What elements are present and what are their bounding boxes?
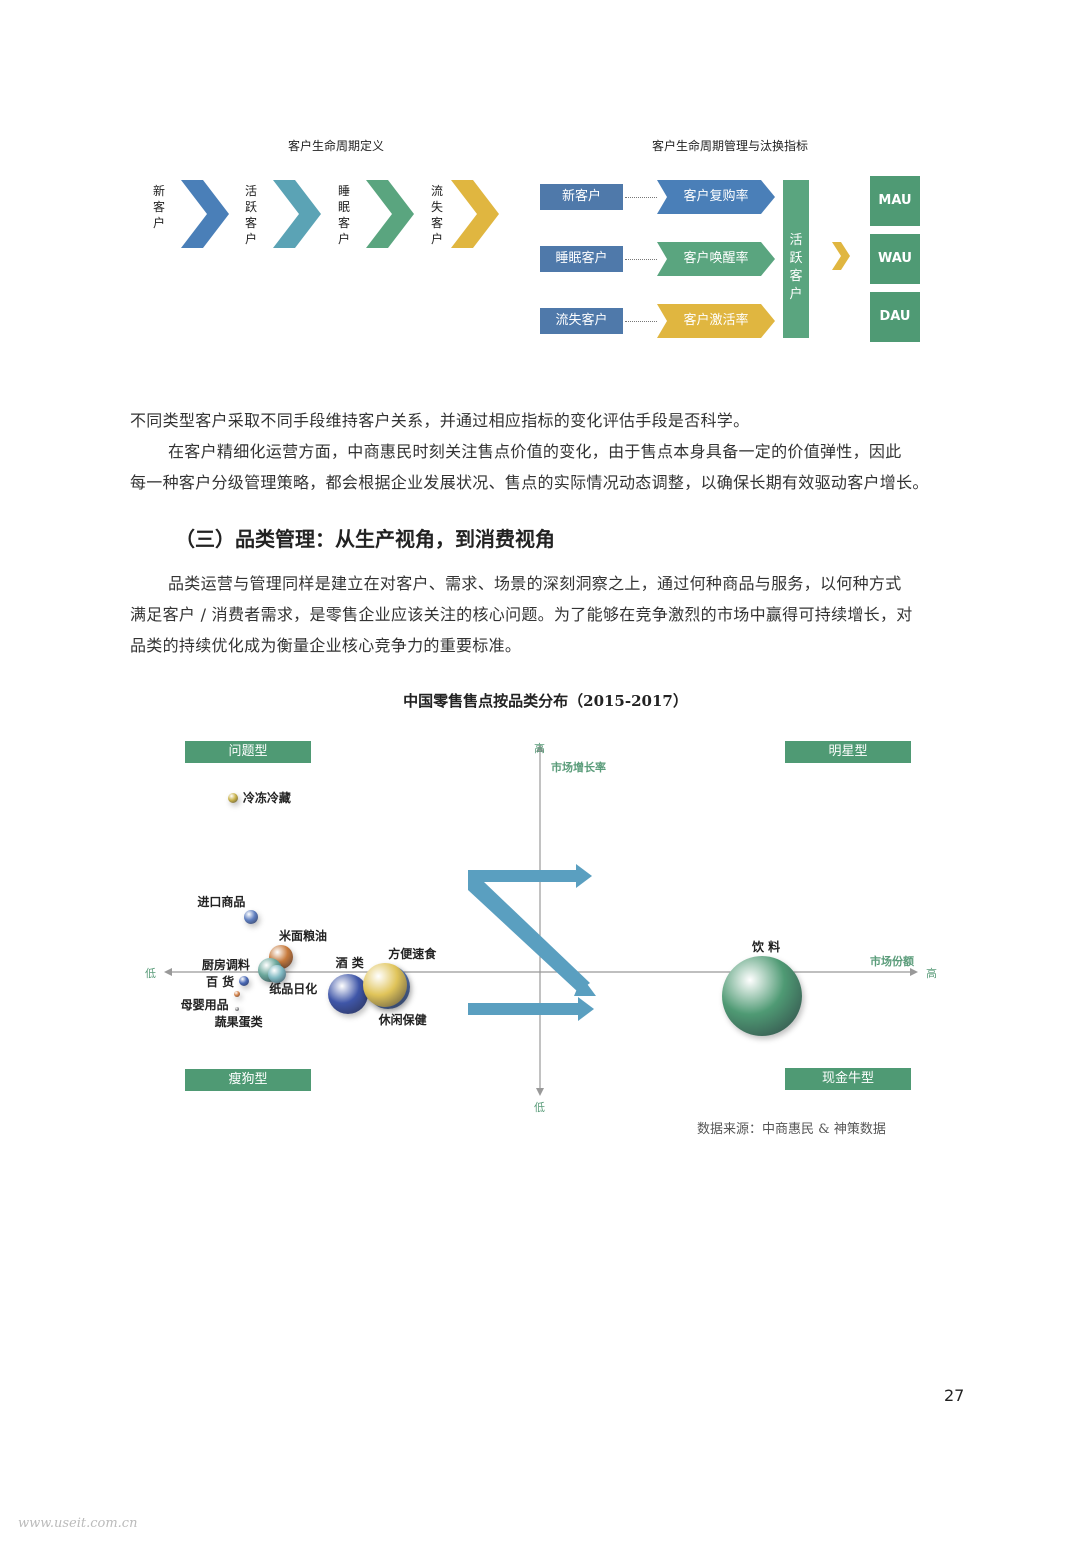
stage-label: 活跃客户	[244, 184, 257, 246]
mgmt-connector	[625, 197, 657, 198]
bubble	[227, 793, 238, 804]
stage-label: 新客户	[152, 184, 165, 230]
mgmt-connector	[625, 321, 657, 322]
paragraph-1: 不同类型客户采取不同手段维持客户关系，并通过相应指标的变化评估手段是否科学。	[130, 411, 750, 430]
bubble	[233, 991, 240, 997]
mgmt-metric-arrow	[657, 180, 775, 214]
metric-wau: WAU	[870, 234, 920, 284]
bubble-label: 米面粮油	[279, 928, 328, 943]
bubble	[234, 1007, 239, 1012]
mgmt-metric-arrow	[657, 304, 775, 338]
bubble	[244, 910, 259, 924]
watermark: www.useit.com.cn	[18, 1516, 138, 1531]
mgmt-source-box: 新客户	[540, 184, 623, 210]
y-axis-high-label: 高	[534, 742, 545, 755]
bubble	[327, 974, 368, 1014]
quadrant-star: 明星型	[785, 741, 911, 763]
bubble-label: 百 货	[206, 974, 235, 989]
mgmt-connector	[625, 259, 657, 260]
transition-arrows	[468, 864, 596, 1021]
bubble-label: 饮 料	[752, 940, 781, 955]
y-axis-low-label: 低	[534, 1101, 545, 1114]
y-axis-label: 市场增长率	[551, 761, 606, 774]
source-note: 数据来源：中商惠民 & 神策数据	[697, 1122, 886, 1137]
bubble-label: 休闲保健	[378, 1013, 427, 1028]
stage-chevron-icon	[181, 180, 229, 248]
bubble-label: 厨房调料	[201, 957, 250, 972]
lifecycle-mgmt-title: 客户生命周期管理与汰换指标	[652, 139, 809, 153]
bubble-label: 母婴用品	[180, 998, 229, 1012]
quadrant-cashcow: 现金牛型	[785, 1068, 911, 1090]
bubble-label: 冷冻冷藏	[242, 791, 291, 806]
chart-title: 中国零售售点按品类分布（2015-2017）	[403, 692, 688, 710]
bubble	[239, 975, 249, 986]
paragraph-3c: 品类的持续优化成为衡量企业核心竞争力的重要标准。	[130, 636, 522, 655]
chart-axes	[164, 744, 918, 1096]
bubble	[268, 965, 287, 984]
stage-chevron-icon	[273, 180, 321, 248]
bubble-label: 进口商品	[197, 895, 246, 909]
paragraph-3b: 满足客户 / 消费者需求，是零售企业应该关注的核心问题。为了能够在竞争激烈的市场…	[130, 605, 913, 624]
mgmt-metric-label: 客户唤醒率	[683, 251, 749, 266]
mgmt-source-box: 睡眠客户	[540, 246, 623, 272]
bubble-label: 酒 类	[335, 956, 364, 970]
bubble-label: 方便速食	[388, 947, 437, 962]
stage-label: 流失客户	[430, 184, 443, 246]
section-heading: （三）品类管理：从生产视角，到消费视角	[175, 527, 555, 551]
bubble-label: 蔬果蛋类	[214, 1015, 263, 1030]
stage-chevron-icon	[366, 180, 414, 248]
lifecycle-def-title: 客户生命周期定义	[288, 139, 385, 153]
paragraph-2b: 每一种客户分级管理策略，都会根据企业发展状况、售点的实际情况动态调整，以确保长期…	[130, 473, 929, 492]
x-axis-high-label: 高	[926, 967, 937, 980]
x-axis-low-label: 低	[145, 967, 156, 980]
stage-label: 睡眠客户	[337, 184, 350, 246]
active-customer-bar: 活跃客户	[783, 180, 809, 338]
bubble	[362, 963, 407, 1008]
mgmt-metric-label: 客户激活率	[683, 313, 749, 328]
mgmt-metric-arrow	[657, 242, 775, 276]
mgmt-metric-label: 客户复购率	[683, 189, 749, 204]
bubble-label: 纸品日化	[269, 982, 318, 997]
quadrant-problem: 问题型	[185, 741, 311, 763]
bubble	[722, 956, 802, 1037]
quadrant-dog: 瘦狗型	[185, 1069, 311, 1091]
paragraph-2a: 在客户精细化运营方面，中商惠民时刻关注售点价值的变化，由于售点本身具备一定的价值…	[168, 442, 902, 461]
chevron-right-icon	[832, 242, 850, 270]
paragraph-3a: 品类运营与管理同样是建立在对客户、需求、场景的深刻洞察之上，通过何种商品与服务，…	[168, 574, 902, 593]
x-axis-label: 市场份额	[870, 955, 914, 968]
metric-mau: MAU	[870, 176, 920, 226]
mgmt-source-box: 流失客户	[540, 308, 623, 334]
metric-dau: DAU	[870, 292, 920, 342]
page-number: 27	[944, 1386, 965, 1405]
stage-chevron-icon	[451, 180, 499, 248]
